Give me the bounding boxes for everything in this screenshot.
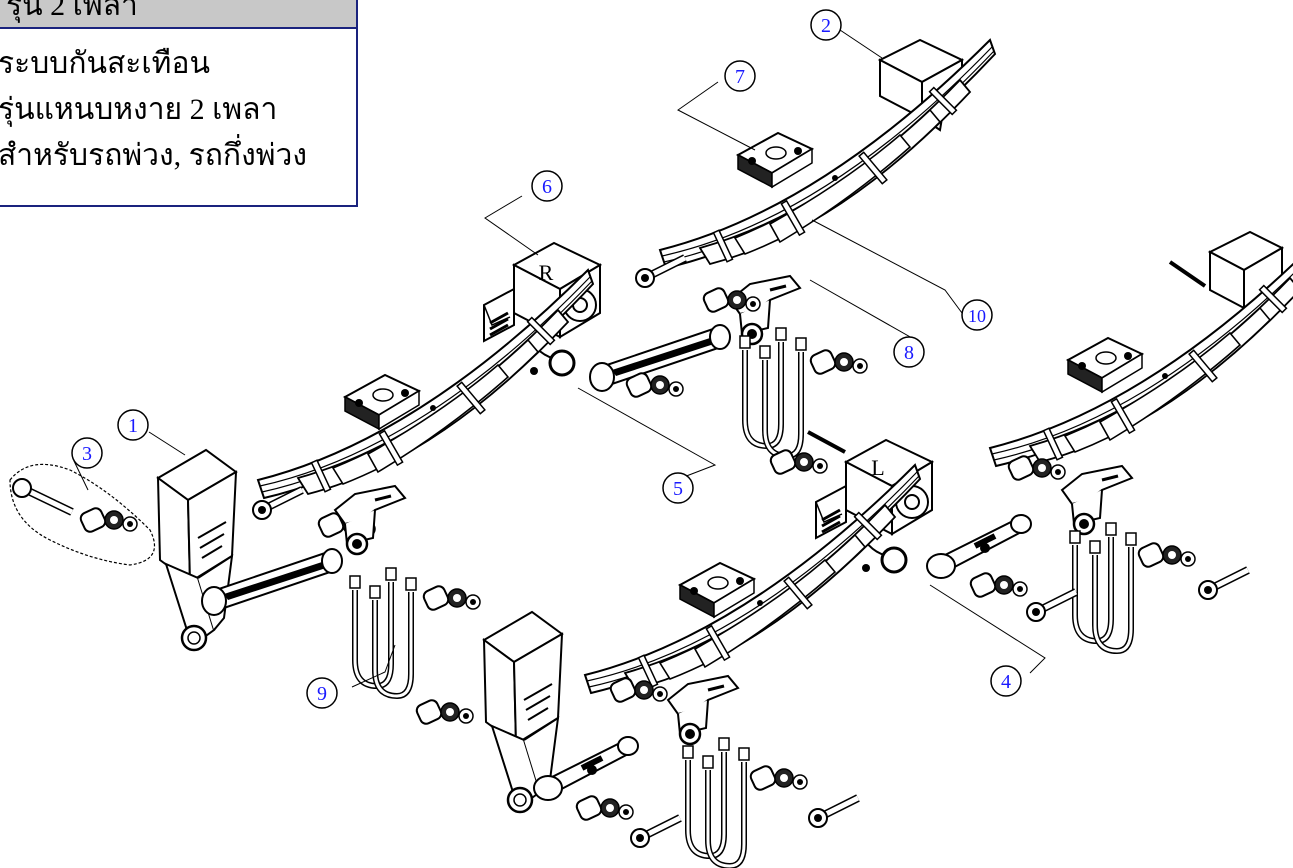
- hanger-box-far-right: [1207, 230, 1285, 323]
- pin-bolt-torque: [1027, 592, 1076, 621]
- callout-1: 1: [117, 409, 149, 441]
- front-hanger-left: [156, 448, 238, 652]
- description-line-1: ระบบกันสะเทือน: [0, 47, 210, 80]
- callout-2: 2: [810, 9, 842, 41]
- bushing-set-bottom-left: [413, 697, 474, 727]
- bushing-set-top-right: [807, 347, 868, 377]
- pin-bolt-far-right: [1199, 570, 1248, 599]
- u-bolt-left: [350, 568, 416, 696]
- pin-bolt-top: [636, 258, 685, 287]
- bushing-set-far-right-2: [1135, 540, 1196, 570]
- svg-text:8: 8: [904, 342, 914, 364]
- pin-bolt-bottom: [631, 818, 680, 847]
- bushing-set-bottom-right: [747, 763, 808, 793]
- callout-9: 9: [306, 677, 338, 709]
- callout-10: 10: [961, 299, 993, 331]
- info-box-header: รุ่น 2 เพลา: [0, 0, 356, 29]
- left-side-label: L: [871, 455, 884, 480]
- u-bolt-top: [740, 328, 806, 456]
- svg-text:5: 5: [673, 478, 683, 500]
- u-bolt-far-right: [1070, 523, 1136, 651]
- callout-3: 3: [71, 437, 103, 469]
- torque-arm-right: [927, 515, 1031, 578]
- spring-clamp-bottom: [666, 674, 740, 746]
- svg-text:3: 3: [82, 443, 92, 465]
- bushing-set-left-2: [420, 583, 481, 613]
- u-bolt-bottom: [683, 738, 749, 866]
- svg-text:9: 9: [317, 683, 327, 705]
- callout-6: 6: [531, 170, 563, 202]
- right-side-label: R: [539, 260, 554, 285]
- callout-8: 8: [893, 336, 925, 368]
- spring-seat-top: [737, 132, 813, 188]
- spring-seat-far-right: [1067, 337, 1143, 393]
- callout-7: 7: [724, 60, 756, 92]
- model-title: รุ่น 2 เพลา: [6, 0, 138, 22]
- bushing-set-torque-bottom: [573, 793, 634, 823]
- svg-text:1: 1: [128, 415, 138, 437]
- svg-text:7: 7: [735, 66, 745, 88]
- bolt-group-outlined: [9, 463, 155, 566]
- callout-4: 4: [990, 665, 1022, 697]
- svg-text:6: 6: [542, 176, 552, 198]
- description-line-2: รุ่นแหนบหงาย 2 เพลา: [0, 93, 278, 126]
- bushing-set-torque: [967, 570, 1028, 600]
- info-box: รุ่น 2 เพลา ระบบกันสะเทือน รุ่นแหนบหงาย …: [0, 0, 358, 207]
- svg-text:4: 4: [1001, 671, 1011, 693]
- callout-5: 5: [662, 472, 694, 504]
- svg-text:2: 2: [821, 15, 831, 37]
- description-line-3: สำหรับรถพ่วง, รถกึ่งพ่วง: [0, 139, 307, 172]
- pin-bolt-bottom-right: [809, 798, 858, 827]
- spring-clamp-top: [728, 274, 802, 346]
- spring-clamp-left: [333, 484, 407, 556]
- spring-clamp-far-right: [1060, 464, 1134, 536]
- svg-text:10: 10: [968, 306, 986, 326]
